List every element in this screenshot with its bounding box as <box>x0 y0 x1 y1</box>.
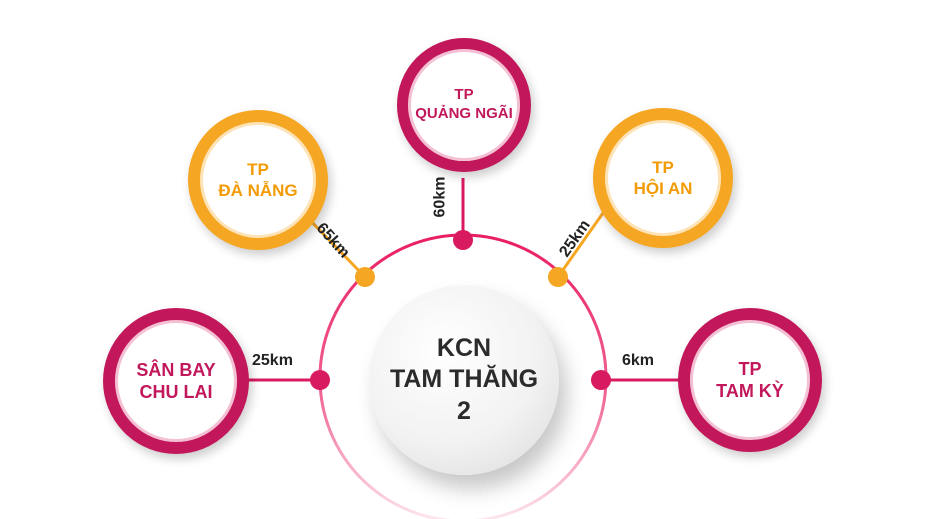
node-quang-ngai: TP QUẢNG NGÃI <box>397 38 531 172</box>
node-da-nang: TP ĐÀ NẴNG <box>188 110 328 250</box>
center-line2: TAM THĂNG <box>389 365 539 394</box>
connector-da-nang <box>301 211 367 279</box>
dot-hoi-an <box>548 267 568 287</box>
distance-tam-ky: 6km <box>622 352 655 369</box>
distance-quang-ngai: 60km <box>431 176 449 218</box>
tam-ky-line1: TP <box>738 358 762 379</box>
chu-lai-line1: SÂN BAY <box>136 359 216 380</box>
center-node: KCN TAM THĂNG 2 <box>369 285 559 475</box>
tam-ky-line2: TAM KỲ <box>716 381 784 401</box>
distance-chu-lai: 25km <box>252 352 293 369</box>
quang-ngai-line2: QUẢNG NGÃI <box>415 105 513 122</box>
dot-chu-lai <box>310 370 330 390</box>
node-tam-ky: TP TAM KỲ <box>678 308 822 452</box>
quang-ngai-line1: TP <box>454 86 474 104</box>
node-chu-lai: SÂN BAY CHU LAI <box>103 308 249 454</box>
node-hoi-an: TP HỘI AN <box>593 108 733 248</box>
center-line1: KCN <box>436 334 492 363</box>
connector-hoi-an <box>556 212 605 278</box>
dot-quang-ngai <box>453 230 473 250</box>
hoi-an-line2: HỘI AN <box>633 179 693 198</box>
dot-da-nang <box>355 267 375 287</box>
chu-lai-line2: CHU LAI <box>139 382 213 402</box>
center-line3: 2 <box>457 396 471 425</box>
da-nang-line2: ĐÀ NẴNG <box>218 181 298 200</box>
da-nang-line1: TP <box>247 159 269 179</box>
hoi-an-line1: TP <box>652 157 674 177</box>
dot-tam-ky <box>591 370 611 390</box>
